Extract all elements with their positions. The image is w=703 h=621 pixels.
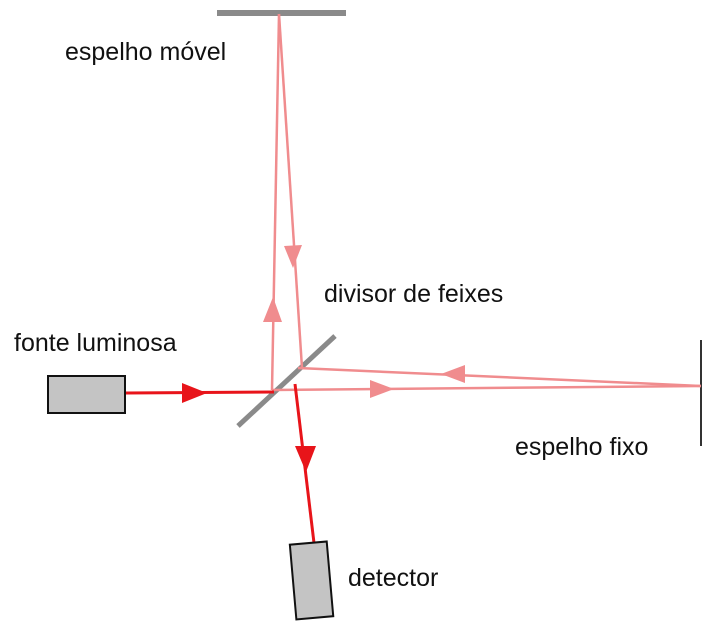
- strong-arrowheads: [182, 383, 316, 472]
- light-source-label: fonte luminosa: [14, 329, 177, 357]
- beam-splitter: [236, 334, 337, 428]
- arrow-left-icon: [441, 365, 465, 383]
- movable-mirror-label: espelho móvel: [65, 38, 226, 66]
- beam-to-fixed-mirror: [271, 384, 702, 392]
- beam-down-from-movable-mirror: [277, 13, 304, 369]
- arrow-right-icon: [182, 383, 207, 403]
- faint-beams: [270, 13, 702, 392]
- arrow-right-icon: [370, 380, 394, 398]
- beam-splitter-label: divisor de feixes: [324, 280, 503, 308]
- fixed-mirror-label: espelho fixo: [515, 433, 648, 461]
- arrow-up-icon: [263, 297, 282, 322]
- detector-box: [288, 540, 335, 621]
- strong-beams: [124, 383, 316, 544]
- faint-arrowheads: [263, 245, 465, 398]
- light-source-box: [47, 375, 126, 414]
- arrow-down-icon: [295, 446, 316, 472]
- detector-label: detector: [348, 564, 438, 592]
- beam-up-to-movable-mirror: [270, 13, 281, 391]
- arrow-down-icon: [284, 245, 302, 268]
- beam-from-fixed-mirror: [297, 366, 702, 388]
